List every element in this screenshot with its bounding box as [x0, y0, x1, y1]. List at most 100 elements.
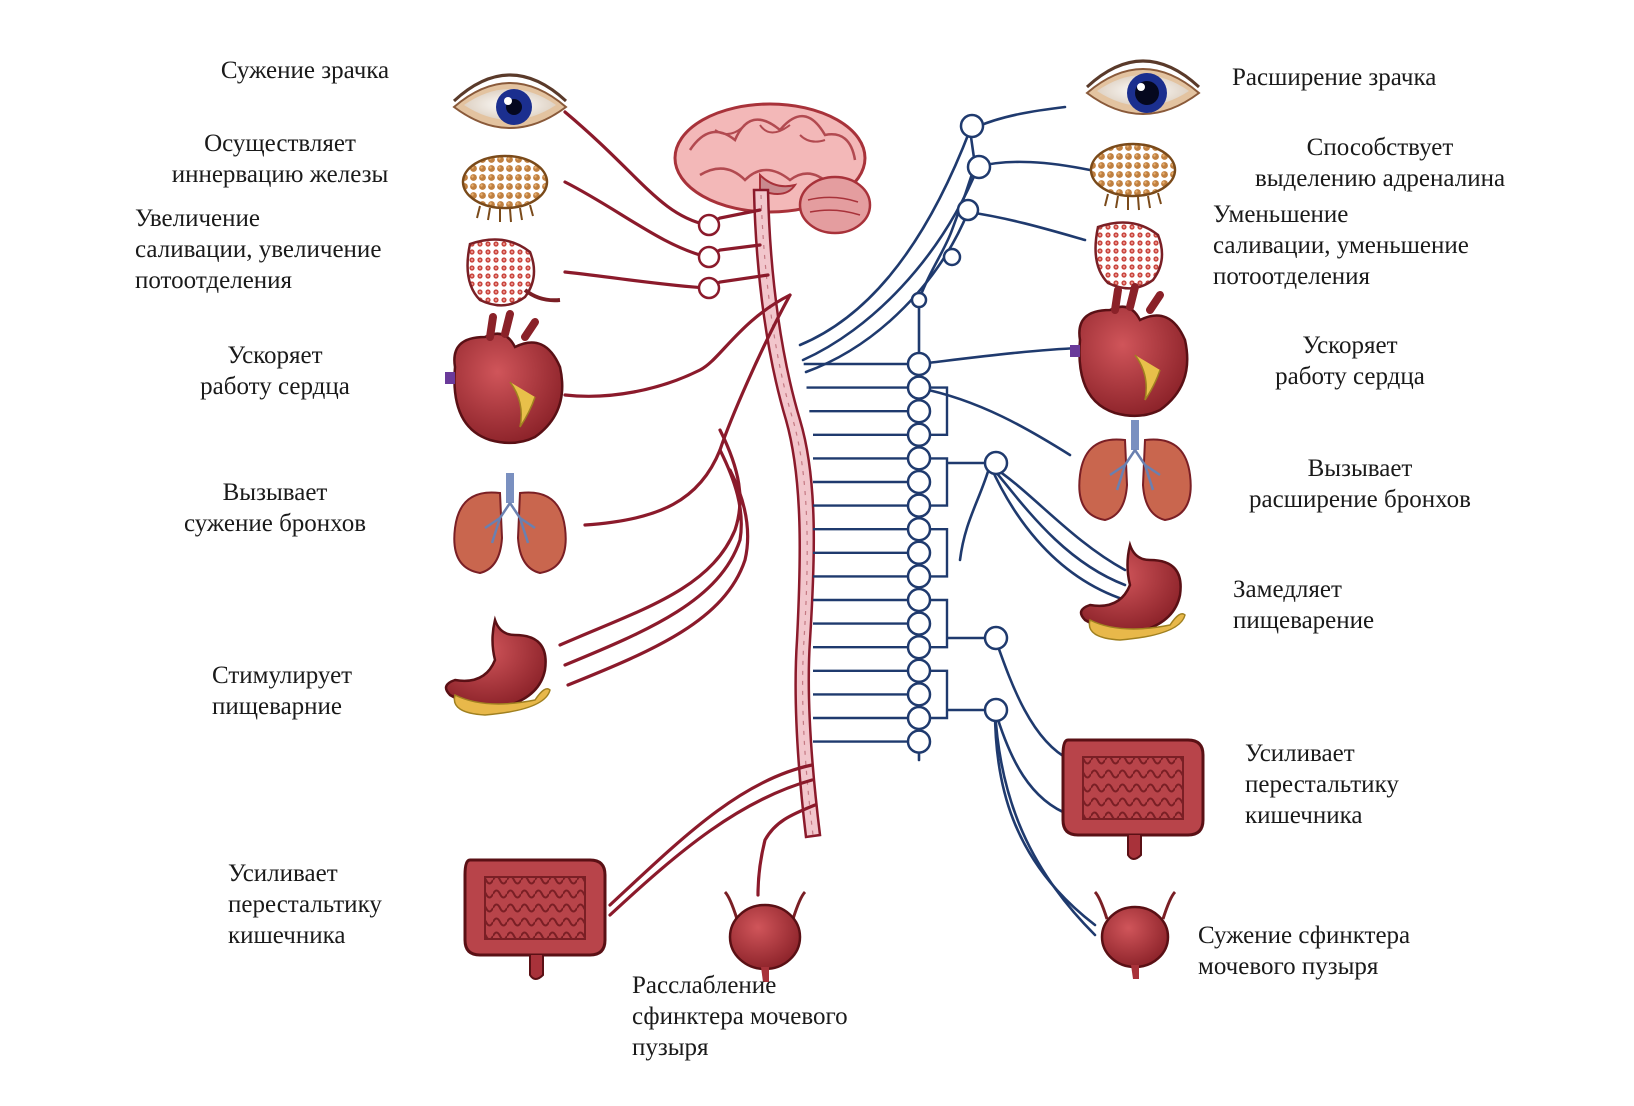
chain-connector [919, 669, 949, 720]
bladder-icon [1093, 890, 1177, 979]
sympathetic-rami [803, 362, 985, 743]
text-line: потоотделения [135, 267, 293, 294]
right-label-adrenaline: Способствует выделению адреналина [1200, 132, 1560, 194]
ganglion-icon [906, 729, 932, 754]
text-line: Уменьшение [1213, 201, 1349, 228]
text-line: Сужение зрачка [220, 57, 390, 84]
ganglion-icon [983, 697, 1009, 723]
chain-connector [947, 461, 985, 712]
intestine-icon [1061, 738, 1205, 860]
ganglion-icon [906, 516, 932, 542]
left-label-intestine: Усиливает перестальтику кишечника [228, 858, 382, 951]
right-label-saliva: Уменьшение саливации, уменьшение потоотд… [1213, 199, 1469, 292]
parasympathetic-ganglia [697, 213, 721, 300]
left-label-digestion: Стимулирует пищеварние [212, 660, 352, 722]
text-line: кишечника [228, 922, 346, 949]
chain-connector [919, 457, 949, 507]
salivary-gland-icon [1094, 221, 1164, 290]
ganglion-icon [906, 705, 932, 731]
text-line: Ускоряет [227, 342, 323, 369]
text-line: Стимулирует [212, 662, 353, 689]
text-line: перестальтику [228, 891, 382, 918]
parasympathetic-pathways [558, 110, 817, 917]
right-label-heart: Ускоряет работу сердца [1205, 330, 1495, 392]
text-line: Сужение сфинктера [1198, 922, 1411, 949]
text-line: Ускоряет [1302, 332, 1398, 359]
text-line: сфинктера мочевого [632, 1003, 848, 1030]
cerebellum-icon [798, 175, 872, 235]
ganglion-icon [906, 469, 932, 495]
right-label-bladder: Сужение сфинктера мочевого пузыря [1198, 920, 1410, 982]
ganglion-icon [906, 611, 932, 636]
text-line: саливации, увеличение [135, 236, 382, 263]
intestine-icon [463, 858, 607, 980]
left-label-bronchi: Вызывает сужение бронхов [140, 477, 410, 539]
ganglion-icon [906, 422, 932, 448]
text-line: Усиливает [1245, 740, 1355, 767]
ganglion-icon [906, 375, 932, 400]
chain-connector [919, 386, 949, 436]
ganglion-icon [956, 198, 980, 222]
ganglion-icon [910, 291, 928, 309]
stomach-icon [1079, 540, 1186, 641]
right-label-intestine: Усиливает перестальтику кишечника [1245, 738, 1399, 831]
text-line: пищеварение [1233, 607, 1375, 634]
text-line: Замедляет [1233, 576, 1342, 603]
ganglion-icon [697, 213, 721, 237]
spinal-cord-icon [752, 188, 822, 839]
ganglion-icon [697, 245, 721, 269]
text-line: Расширение зрачка [1232, 64, 1437, 91]
text-line: перестальтику [1245, 771, 1399, 798]
left-label-heart: Ускоряет работу сердца [140, 340, 410, 402]
text-line: мочевого пузыря [1198, 953, 1379, 980]
ganglion-icon [942, 247, 962, 267]
text-line: выделению адреналина [1254, 165, 1506, 192]
ganglion-icon [959, 113, 985, 139]
ganglion-icon [983, 625, 1009, 651]
lungs-icon [1078, 420, 1192, 522]
right-label-bronchi: Вызывает расширение бронхов [1205, 453, 1515, 515]
gland-icon [1089, 142, 1177, 211]
left-label-gland: Осуществляет иннервацию железы [130, 128, 430, 190]
ganglion-icon [906, 446, 932, 471]
ganglion-icon [906, 564, 932, 589]
sympathetic-ganglia [906, 351, 932, 754]
ganglion-icon [906, 682, 932, 707]
stomach-icon [444, 615, 551, 716]
text-line: потоотделения [1213, 263, 1371, 290]
ganglion-icon [906, 634, 932, 660]
text-line: пищеварние [212, 693, 343, 720]
text-line: работу сердца [1275, 363, 1425, 390]
gland-icon [461, 154, 549, 223]
chain-connector [919, 528, 949, 578]
heart-icon [1070, 283, 1189, 418]
text-line: кишечника [1245, 802, 1363, 829]
left-label-bladder: Расслабление сфинктера мочевого пузыря [632, 970, 848, 1063]
ganglion-icon [966, 154, 992, 180]
left-label-saliva: Увеличение саливации, увеличение потоотд… [135, 203, 381, 296]
text-line: саливации, уменьшение [1213, 232, 1469, 259]
ganglion-icon [906, 493, 932, 518]
heart-icon [445, 310, 564, 445]
left-label-pupil: Сужение зрачка [170, 55, 440, 86]
text-line: иннервацию железы [171, 161, 389, 188]
right-label-digestion: Замедляет пищеварение [1233, 574, 1374, 636]
ganglion-icon [906, 658, 932, 684]
eye-icon [1085, 59, 1201, 115]
lungs-icon [453, 473, 567, 575]
text-line: Вызывает [1307, 455, 1413, 482]
ganglion-icon [906, 587, 932, 613]
text-line: работу сердца [200, 373, 350, 400]
ganglion-icon [983, 450, 1009, 476]
bladder-icon [723, 890, 807, 982]
eye-icon [452, 73, 568, 129]
text-line: Увеличение [135, 205, 261, 232]
text-line: Осуществляет [204, 130, 356, 157]
sympathetic-upper-ganglia [910, 113, 1009, 723]
ganglion-icon [697, 276, 721, 300]
text-line: Вызывает [222, 479, 328, 506]
text-line: Расслабление [632, 972, 777, 999]
right-label-pupil: Расширение зрачка [1232, 62, 1436, 93]
ganglion-icon [906, 540, 932, 566]
